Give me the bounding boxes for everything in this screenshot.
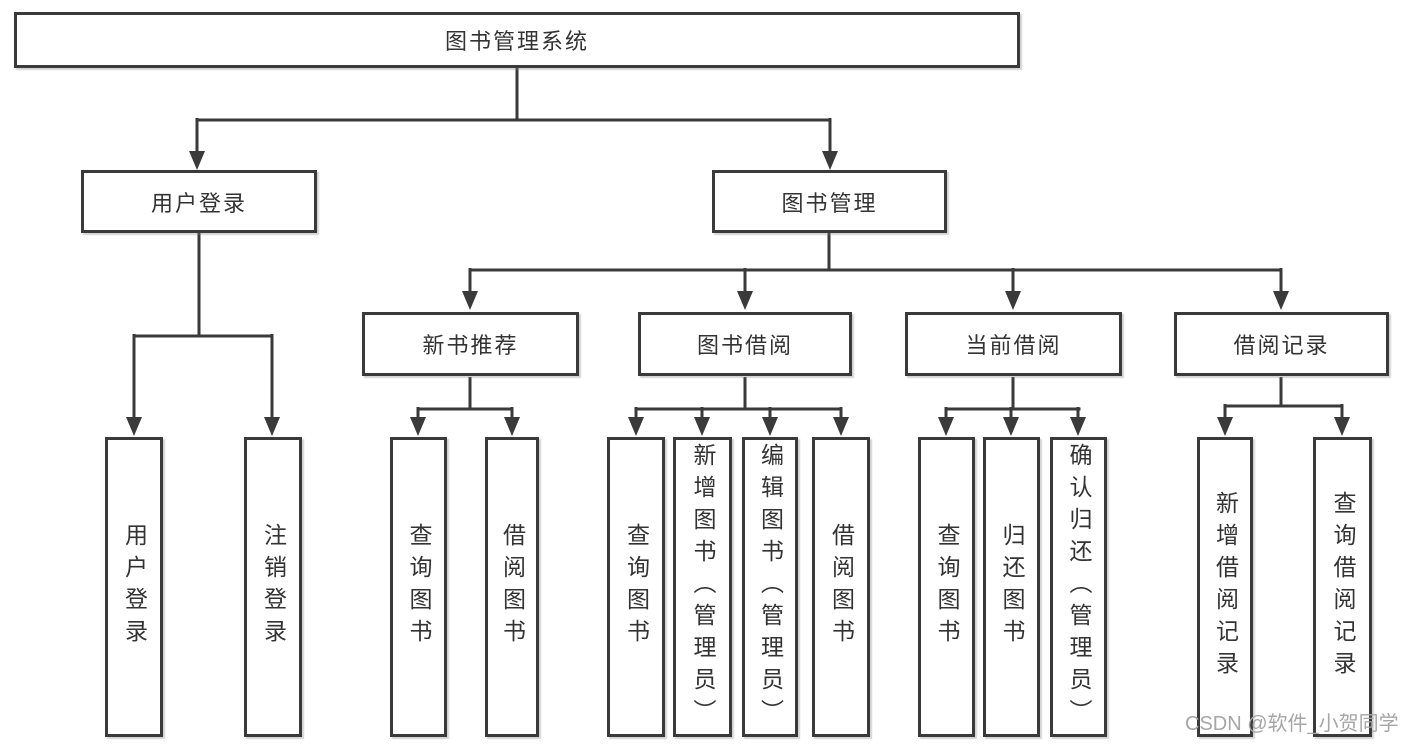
leaf-borrow-book-2: 借阅图书 [812,437,870,737]
node-new-book-recommend: 新书推荐 [362,312,579,376]
node-borrow-record-label: 借阅记录 [1233,333,1330,358]
arrowhead-icon [1334,417,1350,436]
leaf-add-book-admin: 新增图书（管理员） [673,437,732,737]
arrowhead-icon [1003,417,1019,436]
arrowhead-icon [1273,291,1289,310]
node-user-login: 用户登录 [81,170,317,233]
arrowhead-icon [1217,417,1233,436]
leaf-logout-label: 注销登录 [260,523,287,651]
leaf-edit-book-admin-label: 编辑图书（管理员） [757,443,784,731]
leaf-add-book-admin-label: 新增图书（管理员） [690,443,716,731]
leaf-borrow-book-1-label: 借阅图书 [499,523,526,651]
node-book-borrow-label: 图书借阅 [696,333,793,358]
leaf-edit-book-admin: 编辑图书（管理员） [742,437,798,737]
leaf-query-book-3: 查询图书 [918,437,975,737]
leaf-confirm-return-admin: 确认归还（管理员） [1050,437,1107,737]
arrowhead-icon [410,417,426,436]
connector-borrow-record-branch [1217,377,1350,436]
arrowhead-icon [694,417,710,436]
node-book-borrow: 图书借阅 [638,312,852,376]
arrowhead-icon [189,151,205,170]
leaf-add-borrow-record-label: 新增借阅记录 [1212,491,1239,683]
arrowhead-icon [737,291,753,310]
connector-new-book-branch [410,377,520,436]
arrowhead-icon [1070,417,1086,436]
leaf-query-borrow-record: 查询借阅记录 [1313,437,1372,737]
leaf-confirm-return-admin-label: 确认归还（管理员） [1066,443,1092,731]
node-borrow-record: 借阅记录 [1174,312,1389,376]
node-book-management-label: 图书管理 [781,190,878,216]
node-library-system: 图书管理系统 [14,12,1020,68]
leaf-return-book: 归还图书 [983,437,1040,737]
leaf-query-book-1: 查询图书 [390,437,447,737]
arrowhead-icon [462,291,478,310]
arrowhead-icon [822,151,838,170]
leaf-borrow-book-1: 借阅图书 [485,437,539,737]
leaf-borrow-book-2-label: 借阅图书 [828,523,855,651]
connector-book-management-branch [462,233,1289,310]
node-current-borrow-label: 当前借阅 [965,333,1062,358]
arrowhead-icon [833,417,849,436]
arrowhead-icon [126,417,142,436]
leaf-query-book-2: 查询图书 [607,437,665,737]
leaf-query-book-1-label: 查询图书 [406,523,432,651]
leaf-query-book-3-label: 查询图书 [934,523,960,651]
leaf-user-login: 用户登录 [105,437,163,737]
arrowhead-icon [504,417,520,436]
csdn-watermark: CSDN @软件_小贺同学 [1185,713,1399,735]
leaf-query-book-2-label: 查询图书 [623,523,650,651]
connector-user-login-branch [126,233,280,436]
node-current-borrow: 当前借阅 [905,312,1122,376]
connector-root-to-level2 [189,68,838,170]
node-book-management: 图书管理 [712,170,947,233]
arrowhead-icon [762,417,778,436]
leaf-logout: 注销登录 [244,437,302,737]
arrowhead-icon [938,417,954,436]
connector-book-borrow-branch [628,377,849,436]
arrowhead-icon [628,417,644,436]
connector-current-borrow-branch [938,377,1086,436]
leaf-return-book-label: 归还图书 [999,523,1025,651]
arrowhead-icon [1005,291,1021,310]
node-user-login-label: 用户登录 [150,190,247,216]
leaf-user-login-label: 用户登录 [121,523,148,651]
leaf-add-borrow-record: 新增借阅记录 [1197,437,1253,737]
leaf-query-borrow-record-label: 查询借阅记录 [1330,491,1356,683]
arrowhead-icon [264,417,280,436]
node-library-system-label: 图书管理系统 [444,29,589,54]
node-new-book-recommend-label: 新书推荐 [422,333,519,358]
